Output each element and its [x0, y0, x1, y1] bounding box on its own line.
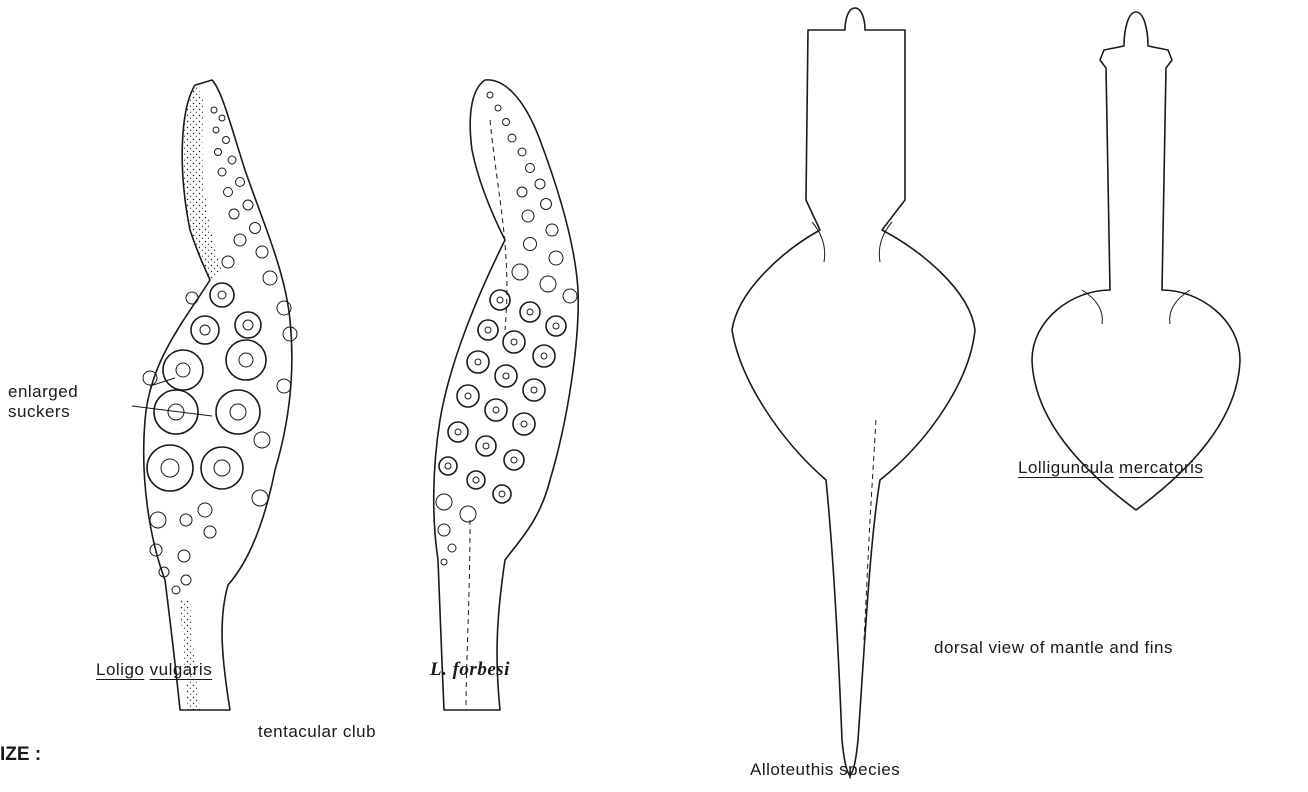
alloteuthis-fin-join-right [879, 222, 892, 262]
lolliguncula-genus: Lolliguncula [1018, 458, 1114, 477]
loligo-genus: Loligo [96, 660, 144, 679]
lolliguncula-caption: Lolliguncula mercatoris [1018, 458, 1203, 478]
club-stipple-edge [182, 85, 222, 280]
lolliguncula-mantle-drawing [1032, 12, 1240, 510]
enlarged-label: enlarged [8, 382, 78, 402]
size-heading-fragment: IZE : [0, 744, 41, 766]
vulgaris-large-suckers [147, 283, 266, 491]
loligo-forbesi-club-drawing [434, 80, 578, 710]
club-stipple-stalk [180, 600, 200, 710]
alloteuthis-caption: Alloteuthis species [750, 760, 900, 780]
lolliguncula-fin-join-right [1170, 290, 1190, 324]
enlarged-suckers-leader [132, 378, 212, 416]
forbesi-caption: L. forbesi [430, 659, 510, 681]
dorsal-view-caption: dorsal view of mantle and fins [934, 638, 1173, 658]
mercatoris-species: mercatoris [1119, 458, 1203, 477]
alloteuthis-mantle-drawing [732, 8, 975, 776]
forbesi-suckers [436, 92, 577, 565]
vulgaris-species: vulgaris [150, 660, 213, 679]
club-outline [144, 80, 292, 710]
lolliguncula-fin-join-left [1082, 290, 1102, 324]
alloteuthis-outline [732, 8, 975, 776]
tentacular-club-caption: tentacular club [258, 722, 376, 742]
lolliguncula-outline [1032, 12, 1240, 510]
loligo-vulgaris-caption: Loligo vulgaris [96, 660, 212, 680]
forbesi-outline [434, 80, 578, 710]
suckers-label: suckers [8, 402, 70, 422]
loligo-vulgaris-club-drawing [132, 80, 297, 710]
